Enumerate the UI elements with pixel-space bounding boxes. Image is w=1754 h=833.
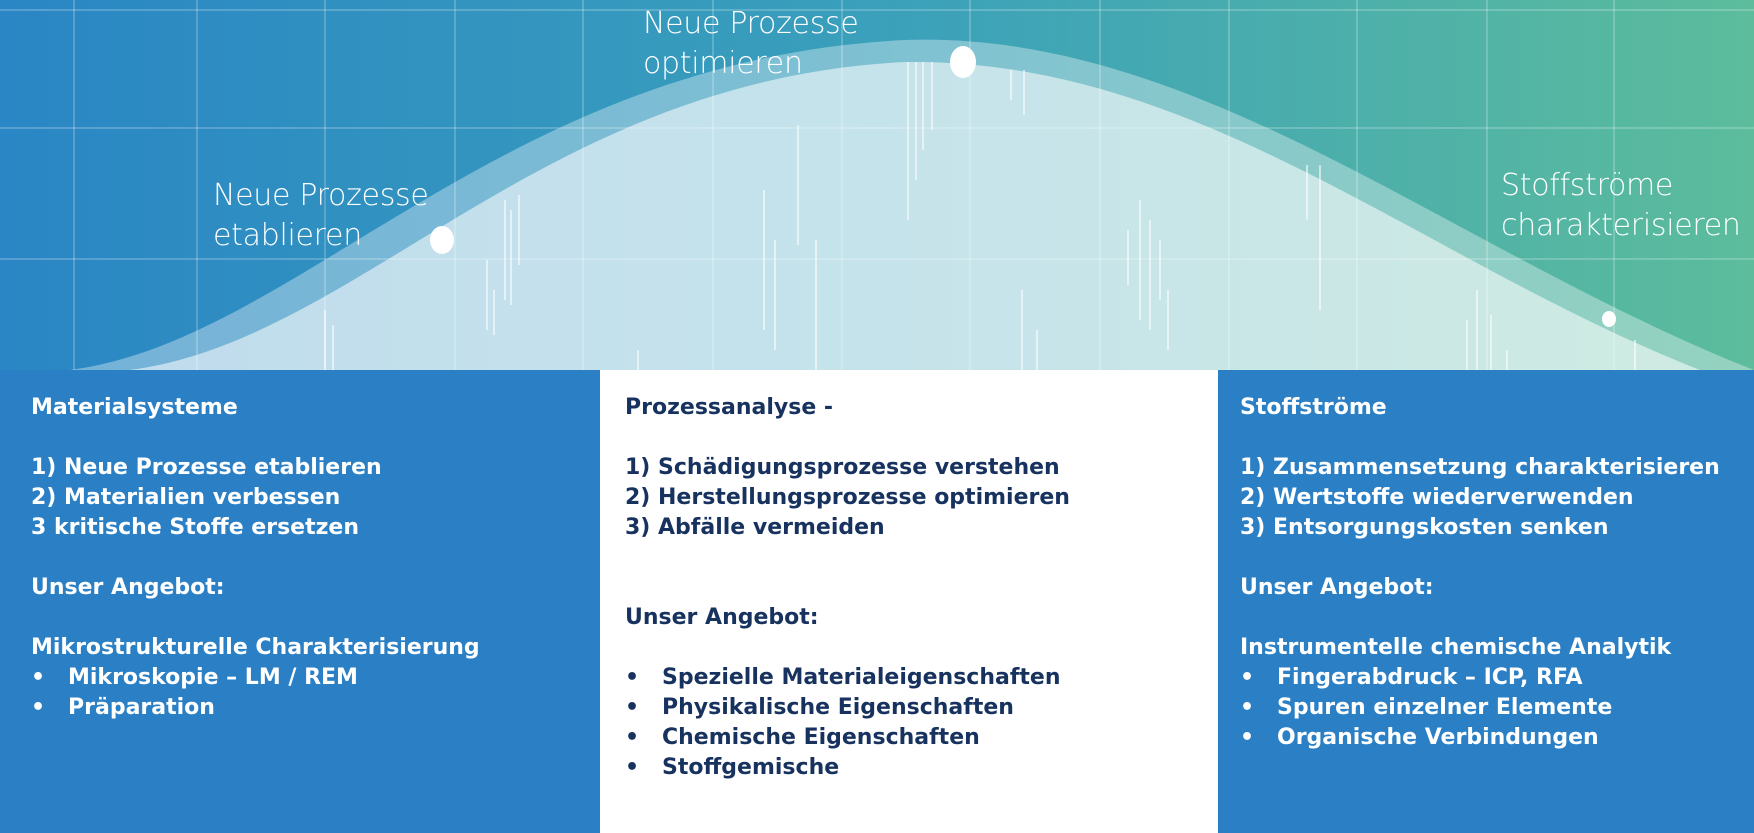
marker-dot-top bbox=[950, 46, 976, 78]
bullet-text: Präparation bbox=[68, 695, 215, 720]
offer-bullet-item: • Stoffgemische bbox=[625, 753, 1218, 783]
bullet-dot: • bbox=[625, 725, 640, 750]
panel-prozessanalyse: Prozessanalyse - 1) Schädigungsprozesse … bbox=[600, 370, 1218, 833]
goal-item: 3) Abfälle vermeiden bbox=[625, 515, 885, 540]
goal-item: 1) Zusammensetzung charakterisieren bbox=[1240, 455, 1720, 480]
bullet-text: Spuren einzelner Elemente bbox=[1277, 695, 1613, 720]
goal-item: 3 kritische Stoffe ersetzen bbox=[31, 515, 359, 540]
stage-label-line: etablieren bbox=[213, 218, 362, 253]
stage-label-line: Neue Prozesse bbox=[643, 6, 859, 41]
bullet-dot: • bbox=[31, 665, 46, 690]
panel-materialsysteme: Materialsysteme 1) Neue Prozesse etablie… bbox=[0, 370, 600, 833]
offer-bullet-item: • Spezielle Materialeigenschaften bbox=[625, 663, 1218, 693]
marker-dot-right bbox=[1602, 311, 1616, 327]
panel-title: Prozessanalyse - bbox=[625, 395, 834, 420]
panel-stoffstroeme: Stoffströme 1) Zusammensetzung charakter… bbox=[1218, 370, 1754, 833]
offer-heading: Unser Angebot: bbox=[31, 575, 225, 600]
offer-title: Mikrostrukturelle Charakterisierung bbox=[31, 635, 480, 660]
bullet-text: Chemische Eigenschaften bbox=[662, 725, 980, 750]
offer-bullet-item: • Chemische Eigenschaften bbox=[625, 723, 1218, 753]
bullet-text: Fingerabdruck – ICP, RFA bbox=[1277, 665, 1583, 690]
curve-graphic bbox=[0, 0, 1754, 370]
bullet-dot: • bbox=[1240, 665, 1255, 690]
bullet-dot: • bbox=[625, 755, 640, 780]
stage-label-line: charakterisieren bbox=[1501, 208, 1741, 243]
offer-heading: Unser Angebot: bbox=[625, 605, 819, 630]
offer-bullet-item: • Präparation bbox=[31, 693, 600, 723]
offer-title: Instrumentelle chemische Analytik bbox=[1240, 635, 1672, 660]
offer-bullet-item: • Fingerabdruck – ICP, RFA bbox=[1240, 663, 1754, 693]
goal-item: 1) Schädigungsprozesse verstehen bbox=[625, 455, 1060, 480]
goal-item: 3) Entsorgungskosten senken bbox=[1240, 515, 1609, 540]
bullet-dot: • bbox=[31, 695, 46, 720]
goal-item: 2) Wertstoffe wiederverwenden bbox=[1240, 485, 1634, 510]
offer-bullet-item: • Organische Verbindungen bbox=[1240, 723, 1754, 753]
panel-title: Stoffströme bbox=[1240, 395, 1387, 420]
goal-item: 1) Neue Prozesse etablieren bbox=[31, 455, 382, 480]
bullet-text: Mikroskopie – LM / REM bbox=[68, 665, 358, 690]
offer-bullet-item: • Mikroskopie – LM / REM bbox=[31, 663, 600, 693]
bullet-dot: • bbox=[1240, 725, 1255, 750]
stage-label-characterize: Stoffströme charakterisieren bbox=[1501, 166, 1741, 246]
bullet-dot: • bbox=[1240, 695, 1255, 720]
hero-banner: Neue Prozesse etablieren Neue Prozesse o… bbox=[0, 0, 1754, 370]
panel-title: Materialsysteme bbox=[31, 395, 238, 420]
offer-heading: Unser Angebot: bbox=[1240, 575, 1434, 600]
bullet-text: Physikalische Eigenschaften bbox=[662, 695, 1014, 720]
stage-label-line: Neue Prozesse bbox=[213, 178, 429, 213]
bullet-dot: • bbox=[625, 695, 640, 720]
bullet-dot: • bbox=[625, 665, 640, 690]
goal-item: 2) Herstellungsprozesse optimieren bbox=[625, 485, 1070, 510]
marker-dot-left bbox=[430, 226, 454, 254]
offer-bullet-item: • Physikalische Eigenschaften bbox=[625, 693, 1218, 723]
spectrum-lines bbox=[324, 62, 1636, 370]
bullet-text: Stoffgemische bbox=[662, 755, 840, 780]
stage-label-line: optimieren bbox=[643, 46, 803, 81]
stage-label-optimize: Neue Prozesse optimieren bbox=[643, 4, 859, 84]
goal-item: 2) Materialien verbessen bbox=[31, 485, 341, 510]
stage-label-line: Stoffströme bbox=[1501, 168, 1674, 203]
stage-label-establish: Neue Prozesse etablieren bbox=[213, 176, 429, 256]
curve-fill bbox=[130, 61, 1700, 370]
offer-bullet-item: • Spuren einzelner Elemente bbox=[1240, 693, 1754, 723]
bullet-text: Spezielle Materialeigenschaften bbox=[662, 665, 1061, 690]
bullet-text: Organische Verbindungen bbox=[1277, 725, 1599, 750]
